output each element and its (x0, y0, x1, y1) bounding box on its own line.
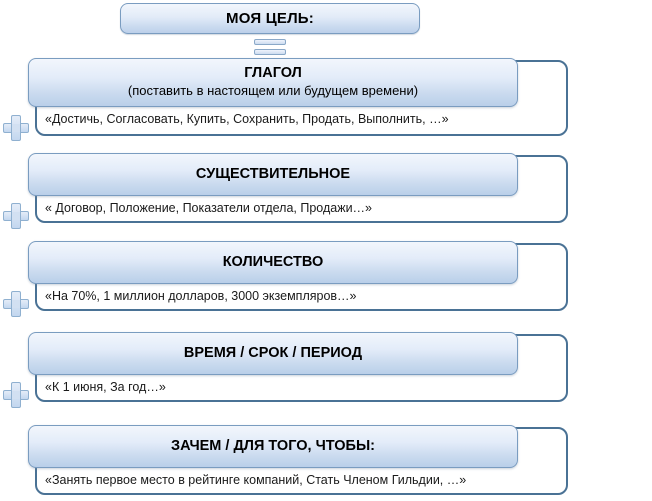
row-subtitle-verb: (поставить в настоящем или будущем време… (127, 83, 419, 99)
row-example-noun: « Договор, Положение, Показатели отдела,… (45, 201, 373, 215)
plus-center (12, 212, 20, 220)
row-header-time: ВРЕМЯ / СРОК / ПЕРИОД (28, 332, 518, 375)
goal-title-label: МОЯ ЦЕЛЬ: (226, 10, 314, 27)
plus-sign-icon-1 (3, 115, 29, 141)
row-example-quantity: «На 70%, 1 миллион долларов, 3000 экземп… (45, 289, 357, 303)
row-example-time: «К 1 июня, За год…» (45, 380, 166, 394)
plus-center (12, 300, 20, 308)
row-title-quantity: КОЛИЧЕСТВО (222, 253, 324, 270)
equals-bar-bottom (254, 49, 286, 55)
equals-sign-icon (254, 39, 286, 56)
plus-sign-icon-3 (3, 291, 29, 317)
plus-center (12, 124, 20, 132)
row-title-noun: СУЩЕСТВИТЕЛЬНОЕ (195, 165, 351, 182)
row-header-noun: СУЩЕСТВИТЕЛЬНОЕ (28, 153, 518, 196)
row-example-verb: «Достичь, Согласовать, Купить, Сохранить… (45, 112, 449, 126)
row-header-verb: ГЛАГОЛ (поставить в настоящем или будуще… (28, 58, 518, 107)
row-title-purpose: ЗАЧЕМ / ДЛЯ ТОГО, ЧТОБЫ: (171, 437, 375, 454)
row-header-quantity: КОЛИЧЕСТВО (28, 241, 518, 284)
plus-sign-icon-2 (3, 203, 29, 229)
row-example-purpose: «Занять первое место в рейтинге компаний… (45, 473, 467, 487)
row-title-verb: ГЛАГОЛ (244, 65, 302, 82)
goal-title-box: МОЯ ЦЕЛЬ: (120, 3, 420, 34)
row-header-purpose: ЗАЧЕМ / ДЛЯ ТОГО, ЧТОБЫ: (28, 425, 518, 468)
row-title-time: ВРЕМЯ / СРОК / ПЕРИОД (183, 344, 363, 361)
plus-sign-icon-4 (3, 382, 29, 408)
plus-center (12, 391, 20, 399)
equals-bar-top (254, 39, 286, 45)
